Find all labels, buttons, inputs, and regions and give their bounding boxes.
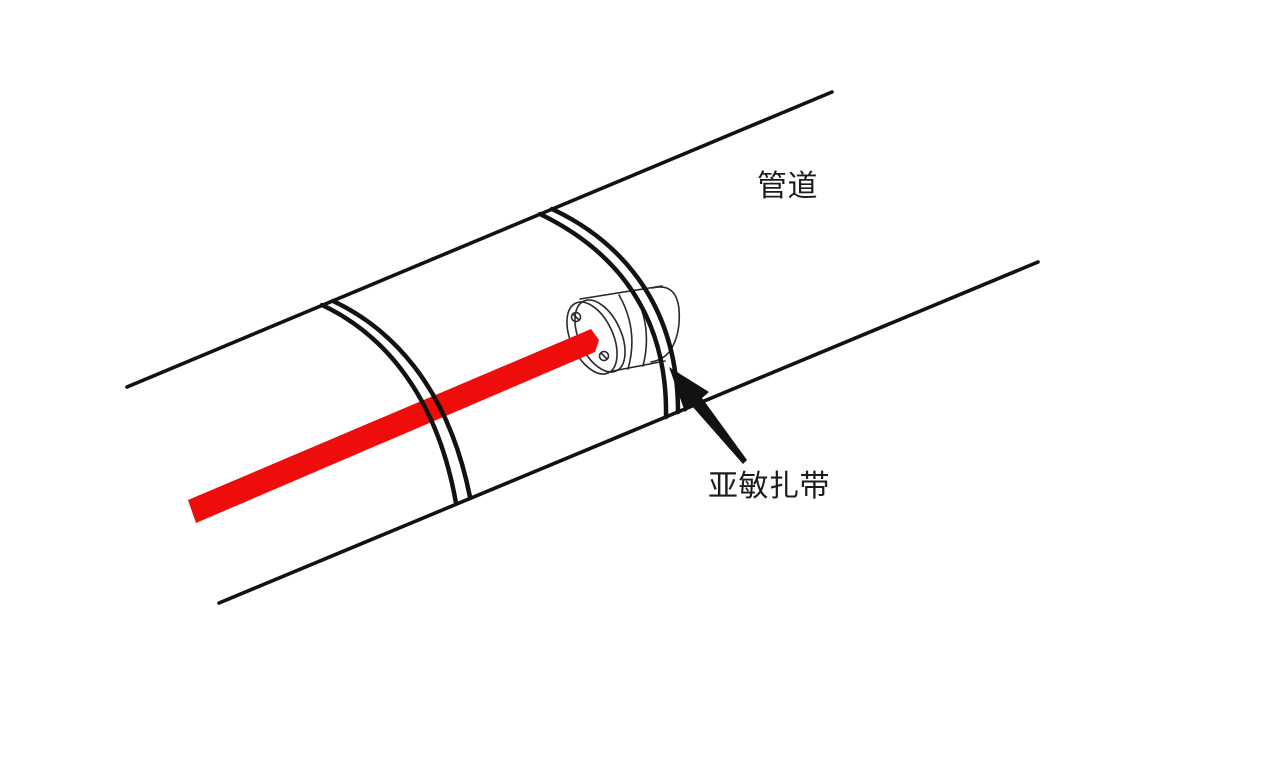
fitting-rib [618,294,633,370]
tie-band-right [537,206,681,420]
screw-icon [570,311,582,323]
tie-band-left-outer-arc [319,302,459,506]
tie-band-right-inner-arc [549,206,681,415]
heating-cable [188,329,599,523]
tie-band-left-inner-arc [330,298,473,500]
tie-band-left [319,298,473,506]
tie-band-label: 亚敏扎带 [708,470,830,503]
pipe-label: 管道 [757,170,818,203]
pipe-top-edge [125,90,834,389]
screw-slot [600,352,608,360]
screw-icon [598,350,610,362]
annotation-arrow-icon [669,367,747,464]
pipe-outline [125,90,1040,605]
tie-band-right-outer-arc [537,211,669,420]
screw-slot [572,313,580,321]
fitting-top-edge [579,285,663,300]
pipe-bottom-edge [217,260,1040,605]
